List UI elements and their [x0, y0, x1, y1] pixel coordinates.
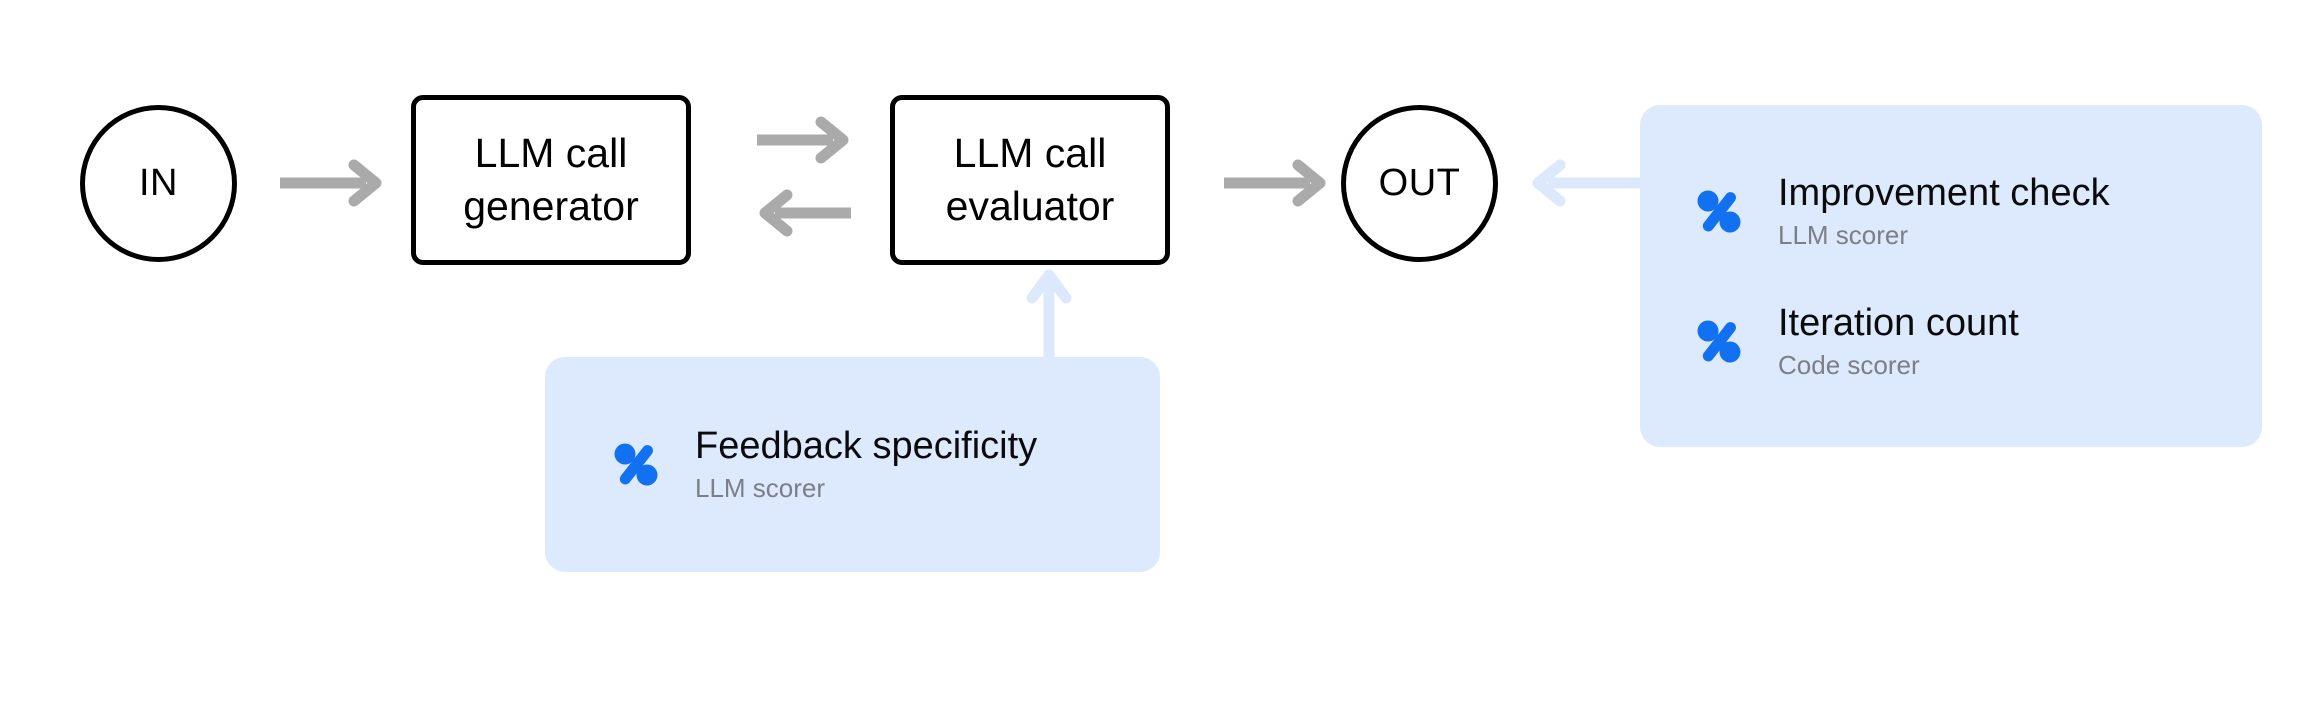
scorer-title: Improvement check [1778, 171, 2110, 214]
node-output-label: OUT [1378, 162, 1461, 204]
arrow-evaluator-to-output [1222, 159, 1330, 207]
node-input-circle[interactable]: IN [80, 105, 237, 262]
scorer-item[interactable]: Feedback specificity LLM scorer [613, 424, 1160, 504]
node-generator-line1: LLM call [474, 129, 628, 176]
node-evaluator-line1: LLM call [953, 129, 1107, 176]
scorer-title: Iteration count [1778, 302, 2019, 344]
arrow-in-to-generator [278, 159, 386, 207]
arrow-feedback-scorer-to-evaluator [1026, 268, 1072, 368]
node-llm-call-generator[interactable]: LLM call generator [411, 95, 691, 265]
panel-evaluator-scorers[interactable]: Feedback specificity LLM scorer [545, 357, 1160, 572]
arrow-generator-to-evaluator [755, 116, 853, 164]
panel-output-scorers[interactable]: Improvement check LLM scorer Iteration c… [1640, 105, 2262, 447]
scorer-title: Feedback specificity [695, 425, 1038, 468]
node-input-label: IN [139, 162, 178, 204]
arrow-evaluator-to-generator [755, 189, 853, 237]
scorer-subtitle: LLM scorer [1778, 219, 1909, 250]
percent-scorer-icon [1697, 320, 1741, 363]
percent-scorer-icon [1697, 190, 1741, 233]
scorer-item[interactable]: Iteration count Code scorer [1696, 301, 2262, 381]
node-output-circle[interactable]: OUT [1341, 105, 1498, 262]
scorer-text: Improvement check LLM scorer [1778, 171, 2110, 251]
scorer-text: Feedback specificity LLM scorer [695, 424, 1037, 504]
node-llm-call-evaluator[interactable]: LLM call evaluator [890, 95, 1170, 265]
node-evaluator-line2: evaluator [945, 183, 1115, 229]
scorer-subtitle: Code scorer [1778, 350, 1920, 381]
node-generator-line2: generator [463, 183, 639, 229]
arrow-output-scorers-to-output [1528, 159, 1646, 207]
percent-scorer-icon [614, 443, 658, 486]
scorer-subtitle: LLM scorer [695, 473, 826, 504]
scorer-text: Iteration count Code scorer [1778, 301, 2019, 381]
scorer-item[interactable]: Improvement check LLM scorer [1696, 171, 2262, 251]
